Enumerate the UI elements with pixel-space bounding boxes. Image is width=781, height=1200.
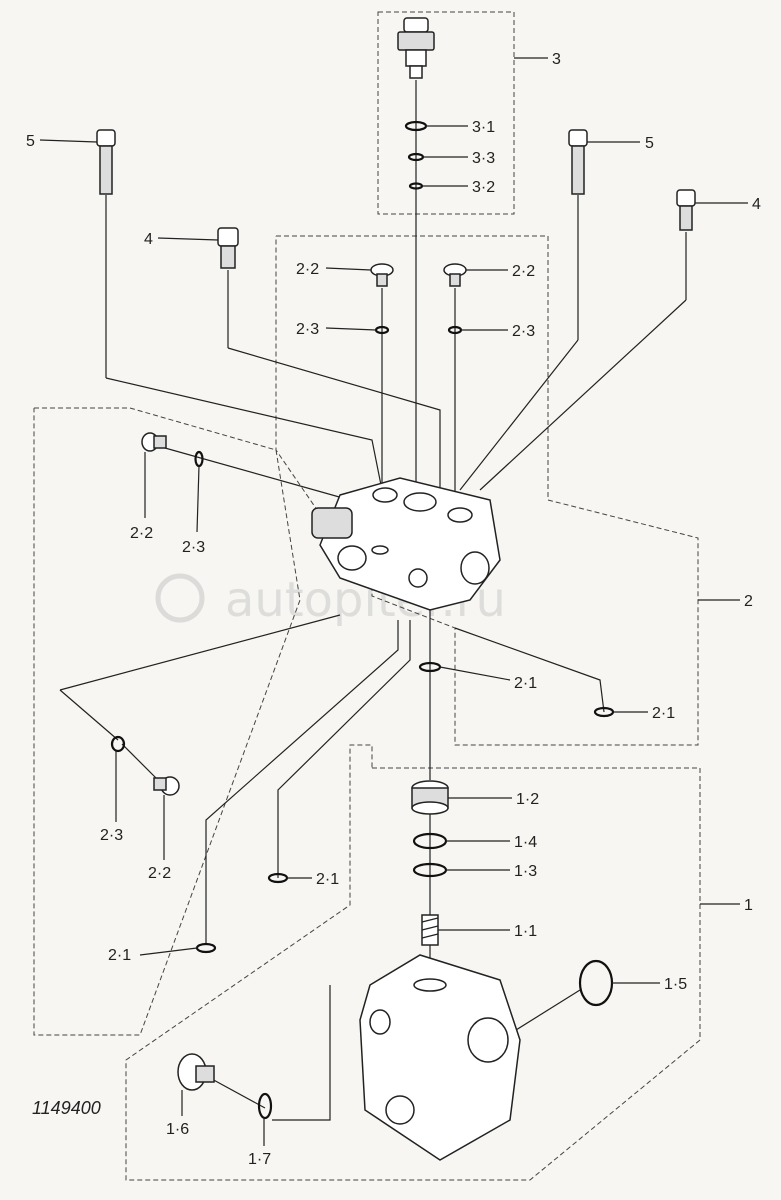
callout-1-1: 1·1 — [514, 923, 537, 940]
part-2-valve-body — [311, 477, 501, 611]
callout-1-7: 1·7 — [248, 1151, 271, 1168]
part-1-housing — [359, 954, 521, 1161]
callout-3-2: 3·2 — [472, 179, 495, 196]
group-outline-2-left — [33, 407, 301, 1036]
callout-3-1: 3·1 — [472, 119, 495, 136]
callout-2-3-lower: 2·3 — [100, 827, 123, 844]
o-ring-2-3-lower — [110, 735, 126, 753]
callout-labels: 3 3·1 3·3 3·2 5 5 4 4 2·2 2·2 2·3 2·3 2·… — [26, 51, 761, 1168]
callout-1-6: 1·6 — [166, 1121, 189, 1138]
callout-4-right: 4 — [752, 196, 761, 213]
plug-1-6 — [177, 1053, 215, 1091]
o-ring-1-5 — [578, 959, 614, 1007]
callout-2-3-right: 2·3 — [512, 323, 535, 340]
bolt-4-left — [217, 227, 239, 269]
figure-number: 1149400 — [32, 1098, 101, 1118]
callout-3-3: 3·3 — [472, 150, 495, 167]
callout-5-left: 5 — [26, 133, 35, 150]
bolt-5-right — [568, 129, 588, 195]
spring-1-1 — [421, 914, 439, 946]
callout-2-1-center: 2·1 — [514, 675, 537, 692]
callout-1-4: 1·4 — [514, 834, 537, 851]
o-ring-2-1-lower — [195, 942, 217, 954]
part-3-cartridge — [397, 17, 435, 79]
callout-1: 1 — [744, 897, 753, 914]
plug-2-2-left — [370, 263, 394, 287]
assembly-lines — [59, 80, 687, 1121]
plug-2-2-right — [443, 263, 467, 287]
callout-2-3-side: 2·3 — [182, 539, 205, 556]
callout-1-3: 1·3 — [514, 863, 537, 880]
callout-2-1-right: 2·1 — [652, 705, 675, 722]
callout-4-left: 4 — [144, 231, 153, 248]
o-ring-1-7 — [257, 1092, 273, 1120]
plug-2-2-lower — [153, 776, 180, 796]
o-ring-2-3-side — [194, 450, 204, 468]
callout-2-1-mid: 2·1 — [316, 871, 339, 888]
callout-1-5: 1·5 — [664, 976, 687, 993]
callout-2-2-left: 2·2 — [296, 261, 319, 278]
callout-2-2-lower: 2·2 — [148, 865, 171, 882]
group-outline-3 — [377, 11, 515, 215]
group-outline-2 — [275, 235, 699, 746]
bolt-5-left — [96, 129, 116, 195]
callout-5-right: 5 — [645, 135, 654, 152]
callout-2-1-lower: 2·1 — [108, 947, 131, 964]
piston-1-2 — [411, 780, 449, 815]
callout-1-2: 1·2 — [516, 791, 539, 808]
callout-2-2-side: 2·2 — [130, 525, 153, 542]
callout-2-3-left: 2·3 — [296, 321, 319, 338]
callout-2-2-right: 2·2 — [512, 263, 535, 280]
bolt-4-right — [676, 189, 696, 231]
callout-2: 2 — [744, 593, 753, 610]
callout-3: 3 — [552, 51, 561, 68]
plug-2-2-side — [141, 432, 167, 452]
callout-leaders — [39, 57, 748, 1146]
